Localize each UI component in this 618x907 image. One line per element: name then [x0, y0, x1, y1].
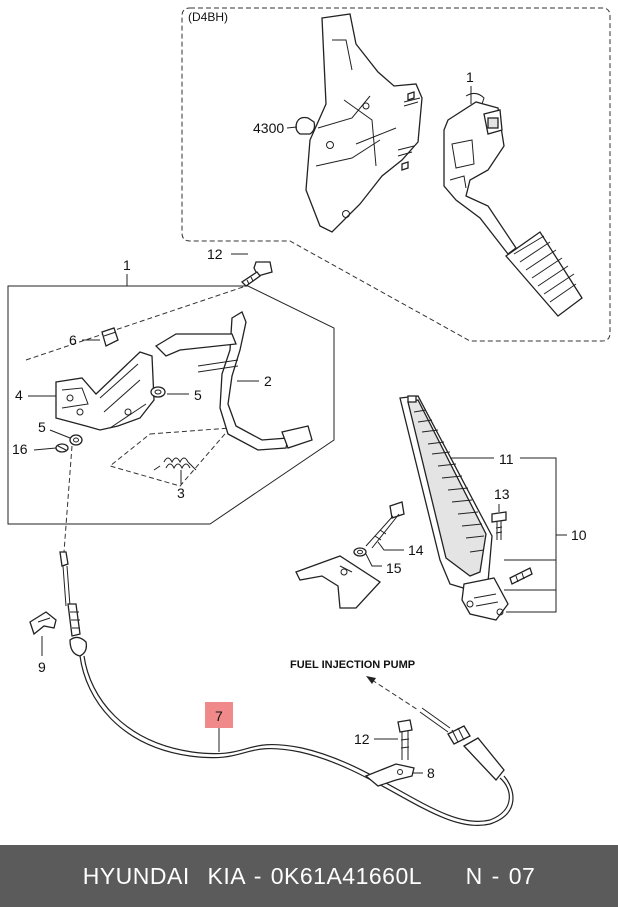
callout-6: 6: [69, 332, 77, 348]
callout-1-box: 1: [123, 257, 131, 273]
bolt-12-top: [240, 261, 273, 287]
callout-3: 3: [177, 485, 185, 501]
callout-5-left: 5: [38, 419, 46, 435]
leader-14: [377, 541, 404, 551]
callout-10: 10: [571, 527, 587, 543]
leader-5-left: [49, 429, 71, 439]
callout-4: 4: [15, 387, 23, 403]
callout-9: 9: [38, 659, 46, 675]
pad-6: [101, 327, 119, 347]
callout-11: 11: [499, 451, 514, 467]
pedal-bracket-assembly: [305, 13, 423, 233]
spring-3: [153, 457, 197, 471]
leader-16: [33, 447, 57, 451]
bushing-5-right: [150, 386, 166, 398]
stopper-bracket: [295, 555, 382, 609]
callout-16: 16: [12, 441, 28, 457]
callout-1-top: 1: [466, 69, 474, 85]
bracket-8: [364, 763, 415, 787]
screw-13: [491, 511, 507, 540]
assembly-1-border: [7, 285, 335, 525]
assembly-1-inner-dash: [25, 285, 247, 487]
variant-label: (D4BH): [188, 10, 228, 24]
callout-7: 7: [215, 708, 223, 724]
fuel-pump-label: FUEL INJECTION PUMP: [290, 659, 415, 671]
leader-10: [504, 534, 567, 591]
cable-7: [59, 551, 514, 826]
electronic-accelerator-pedal: [443, 92, 583, 317]
callout-15: 15: [386, 560, 402, 576]
clip-9: [29, 611, 57, 636]
d4bh-region-border: [181, 7, 611, 342]
pedal-arm-2: [154, 311, 313, 451]
callout-8: 8: [427, 765, 435, 781]
callout-13: 13: [494, 486, 510, 502]
bolt-12-bottom: [397, 719, 413, 760]
cable-dashed-link: [63, 445, 73, 553]
callout-12-bottom: 12: [354, 731, 370, 747]
callout-4300: 4300: [253, 120, 284, 136]
bolt-14: [365, 501, 405, 549]
accelerator-pedal-11: [399, 395, 493, 591]
callout-7-highlight: [205, 702, 233, 728]
parts-diagram: (D4BH) 1 4300 12 1: [7, 7, 611, 826]
bracket-4: [55, 351, 155, 431]
leader-15: [365, 553, 382, 567]
callout-14: 14: [408, 542, 424, 558]
clip-4300: [295, 116, 316, 135]
fuel-pump-arrowhead: [366, 676, 376, 684]
callout-5-right: 5: [194, 387, 202, 403]
pedal-hinge-bracket: [461, 567, 533, 621]
part-number-caption: HYUNDAI KIA - 0K61A41660L N - 07: [82, 862, 536, 889]
clip-16: [55, 443, 69, 453]
bushing-5-left: [69, 434, 83, 446]
fuel-pump-arrow: [371, 679, 419, 711]
callout-12-top: 12: [207, 246, 223, 262]
footer-bar: HYUNDAI KIA - 0K61A41660L N - 07: [0, 845, 618, 907]
callout-2: 2: [264, 373, 272, 389]
leader-4300: [286, 126, 298, 129]
nut-15: [353, 547, 367, 557]
